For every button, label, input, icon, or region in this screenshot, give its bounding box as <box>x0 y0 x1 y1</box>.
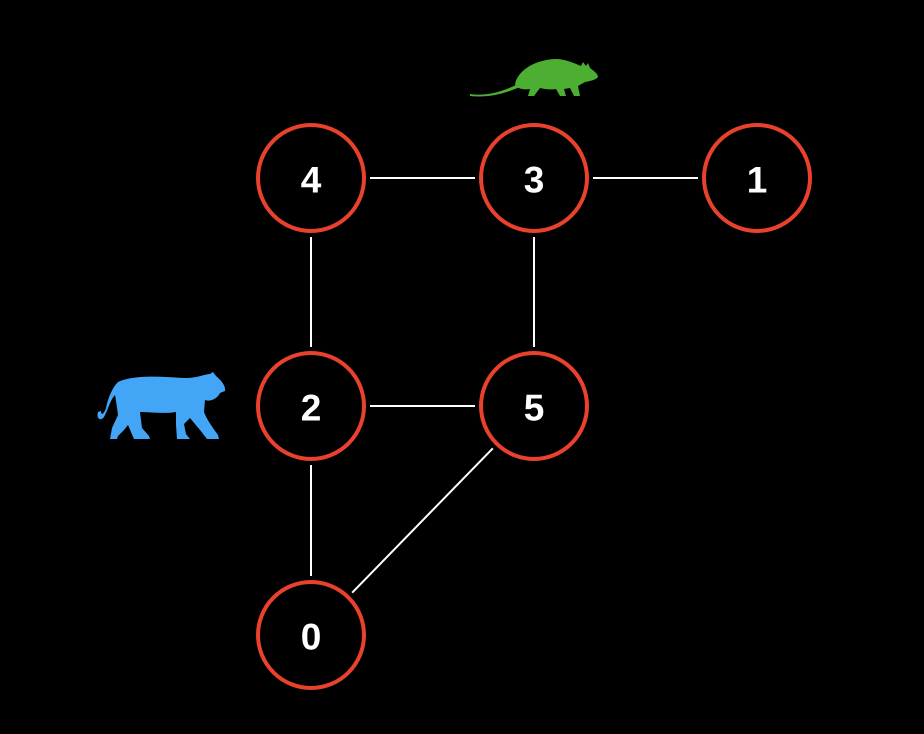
node-label: 2 <box>301 388 322 429</box>
node-label: 5 <box>524 388 545 429</box>
node-5: 5 <box>479 351 589 461</box>
node-4: 4 <box>256 123 366 233</box>
node-1: 1 <box>702 123 812 233</box>
node-label: 4 <box>301 160 322 201</box>
node-circle <box>702 123 812 233</box>
tiger-icon <box>97 372 226 439</box>
edge-5-0 <box>351 447 494 594</box>
node-0: 0 <box>256 580 366 690</box>
mouse-icon <box>470 59 598 97</box>
node-label: 3 <box>524 160 545 201</box>
node-label: 1 <box>747 160 768 201</box>
node-2: 2 <box>256 351 366 461</box>
node-circle <box>479 351 589 461</box>
node-circle <box>256 580 366 690</box>
node-label: 0 <box>301 617 322 658</box>
node-3: 3 <box>479 123 589 233</box>
node-circle <box>479 123 589 233</box>
node-circle <box>256 123 366 233</box>
node-circle <box>256 351 366 461</box>
